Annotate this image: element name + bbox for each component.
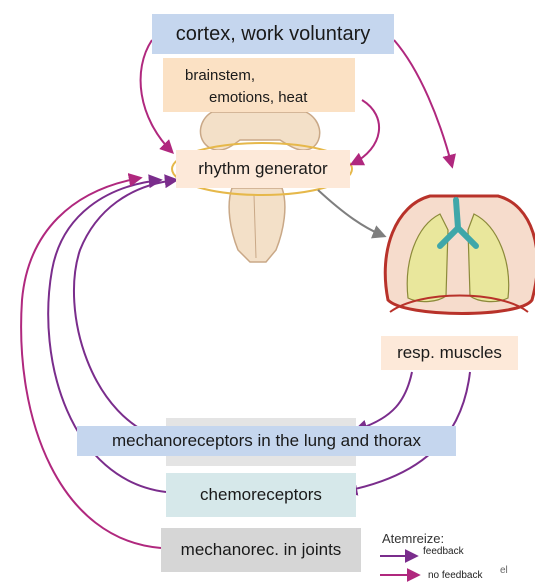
legend-feedback-label: feedback: [423, 546, 464, 557]
chemoreceptors-label: chemoreceptors: [200, 485, 322, 505]
arrow-resp-to-mechano: [356, 372, 412, 430]
resp-muscles-box: resp. muscles: [381, 336, 518, 370]
rhythm-generator-box: rhythm generator: [176, 150, 350, 188]
legend-nofeedback-label: no feedback: [428, 570, 483, 581]
mechanoreceptors-box: mechanoreceptors in the lung and thorax: [77, 426, 456, 456]
chemoreceptors-box: chemoreceptors: [166, 473, 356, 517]
mechanoreceptors-label: mechanoreceptors in the lung and thorax: [112, 431, 421, 451]
lungs-illustration: [385, 196, 535, 314]
arrow-rhythm-to-lungs: [318, 190, 384, 236]
cortex-label: cortex, work voluntary: [176, 23, 371, 46]
joint-mechanoreceptors-label: mechanorec. in joints: [181, 540, 342, 560]
brainstem-label-line1: brainstem,: [185, 67, 255, 84]
feedback-arc-joints: [21, 178, 161, 548]
legend-title: Atemreize:: [382, 531, 444, 546]
brainstem-box: brainstem, emotions, heat: [163, 58, 355, 112]
feedback-arc-mechano: [74, 180, 176, 440]
edge-text-fragment: el: [500, 565, 508, 576]
arrow-brainstem-to-rhythm: [352, 100, 379, 164]
joint-mechanoreceptors-box: mechanorec. in joints: [161, 528, 361, 572]
brainstem-label-line2: emotions, heat: [209, 89, 307, 106]
arrow-cortex-to-resp: [394, 40, 452, 166]
rhythm-generator-label: rhythm generator: [198, 159, 327, 179]
resp-muscles-label: resp. muscles: [397, 343, 502, 363]
cortex-box: cortex, work voluntary: [152, 14, 394, 54]
